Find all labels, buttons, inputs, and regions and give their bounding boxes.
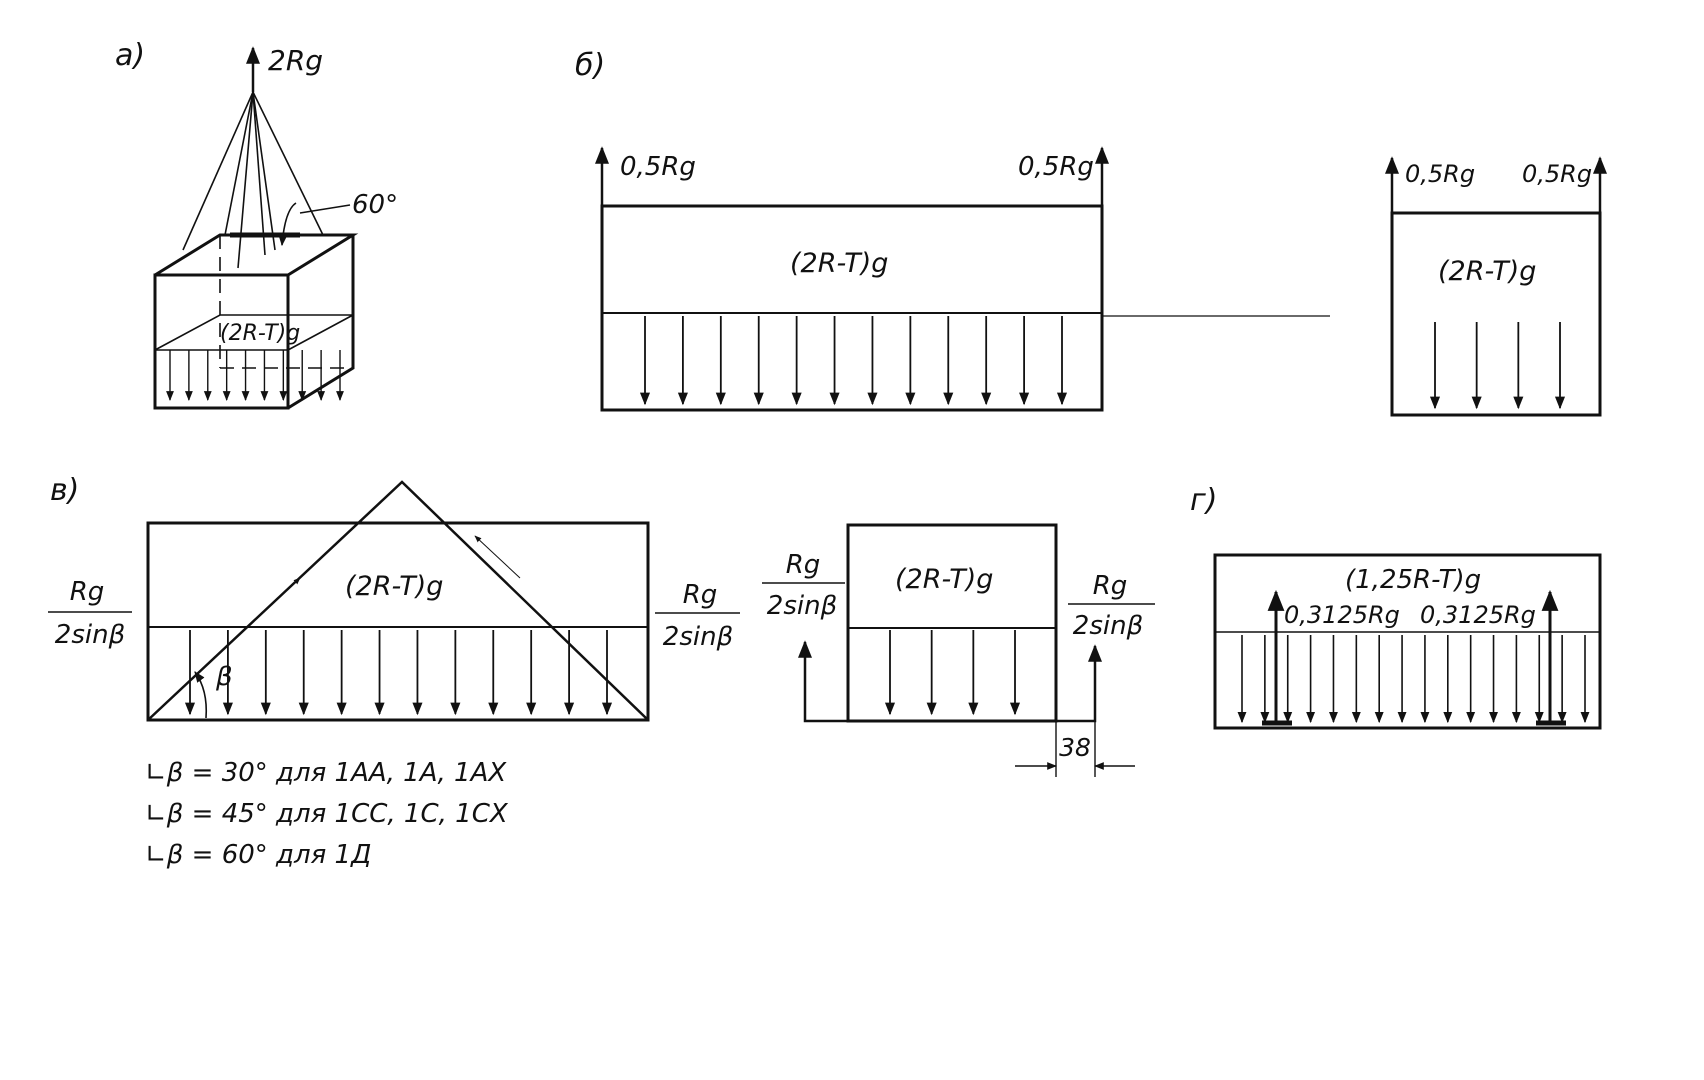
lift-force-left-label: 0,3125Rg <box>1284 601 1400 629</box>
load-label: (2R-T)g <box>1438 256 1536 287</box>
angle-note-2: ∟β = 45° для 1СС, 1С, 1СХ <box>145 799 509 829</box>
container-short: 0,5Rg 0,5Rg (2R-T)g <box>1385 156 1607 417</box>
force-fraction-right: Rg 2sinβ <box>655 580 740 652</box>
angle-note-3: ∟β = 60° для 1Д <box>145 840 371 870</box>
angle-leader <box>299 204 351 214</box>
angle-note-1: ∟β = 30° для 1АА, 1А, 1АХ <box>145 758 507 788</box>
sling-arrow-right <box>474 535 521 579</box>
side-lift-left-arrow <box>798 640 848 723</box>
svg-text:2sinβ: 2sinβ <box>55 620 125 650</box>
panel-v: в) β (2R-T)g Rg 2sinβ Rg 2sinβ <box>48 473 1155 870</box>
panel-a: а) 2Rg 60° (2R-T)g <box>115 38 398 410</box>
container-long: 0,5Rg 0,5Rg (2R-T)g <box>595 146 1109 412</box>
panel-a-label: а) <box>115 38 145 73</box>
panel-g: г) (1,25R-T)g 0,3125Rg 0,3125Rg <box>1190 483 1602 730</box>
lift-force-right-label: 0,5Rg <box>1018 152 1094 182</box>
angle-notes: ∟β = 30° для 1АА, 1А, 1АХ ∟β = 45° для 1… <box>145 758 509 870</box>
svg-text:Rg: Rg <box>1093 571 1128 601</box>
container-g <box>1213 553 1602 730</box>
svg-text:2sinβ: 2sinβ <box>767 591 837 621</box>
panel-b: б) 0,5Rg 0,5Rg (2R-T)g 0,5Rg 0,5Rg (2R-T… <box>575 48 1607 417</box>
panel-v-label: в) <box>50 473 79 508</box>
container-v-left: β (2R-T)g <box>146 480 650 722</box>
lift-force-right-label: 0,3125Rg <box>1420 601 1536 629</box>
force-fraction-v-right-left: Rg 2sinβ <box>762 550 845 621</box>
lift-force-label: 2Rg <box>268 44 323 77</box>
distributed-load-arrows <box>166 350 344 401</box>
panel-b-label: б) <box>575 48 605 83</box>
force-fraction-left: Rg 2sinβ <box>48 577 132 650</box>
container-v-right: (2R-T)g 38 <box>798 523 1135 777</box>
load-label: (2R-T)g <box>345 571 443 602</box>
panel-g-label: г) <box>1190 483 1217 518</box>
angle-arc <box>278 202 297 247</box>
beta-label: β <box>215 662 233 692</box>
distributed-load-arrows <box>884 630 1021 716</box>
svg-text:Rg: Rg <box>70 577 105 607</box>
sling-lines <box>182 91 324 269</box>
dim-label: 38 <box>1059 733 1091 762</box>
lift-force-left-label: 0,5Rg <box>1405 160 1475 188</box>
svg-text:2sinβ: 2sinβ <box>1073 611 1143 641</box>
load-label: (2R-T)g <box>220 321 300 346</box>
beta-arc <box>194 671 208 719</box>
svg-text:Rg: Rg <box>683 580 718 610</box>
distributed-load-arrows <box>639 316 1068 406</box>
force-fraction-v-right-right: Rg 2sinβ <box>1068 571 1155 641</box>
sling-arrow-left <box>229 577 301 644</box>
svg-text:Rg: Rg <box>786 550 821 580</box>
side-lift-right-arrow <box>1056 644 1102 723</box>
angle-label: 60° <box>352 190 398 220</box>
load-label: (1,25R-T)g <box>1345 565 1481 595</box>
load-label: (2R-T)g <box>790 248 888 279</box>
lift-force-left-label: 0,5Rg <box>620 152 696 182</box>
distributed-load-arrows <box>1237 635 1590 724</box>
load-plane-top <box>154 314 354 351</box>
load-label: (2R-T)g <box>895 564 993 595</box>
lift-force-right-label: 0,5Rg <box>1522 160 1592 188</box>
distributed-load-arrows <box>184 630 613 716</box>
distributed-load-arrows <box>1429 322 1566 410</box>
svg-text:2sinβ: 2sinβ <box>663 622 733 652</box>
